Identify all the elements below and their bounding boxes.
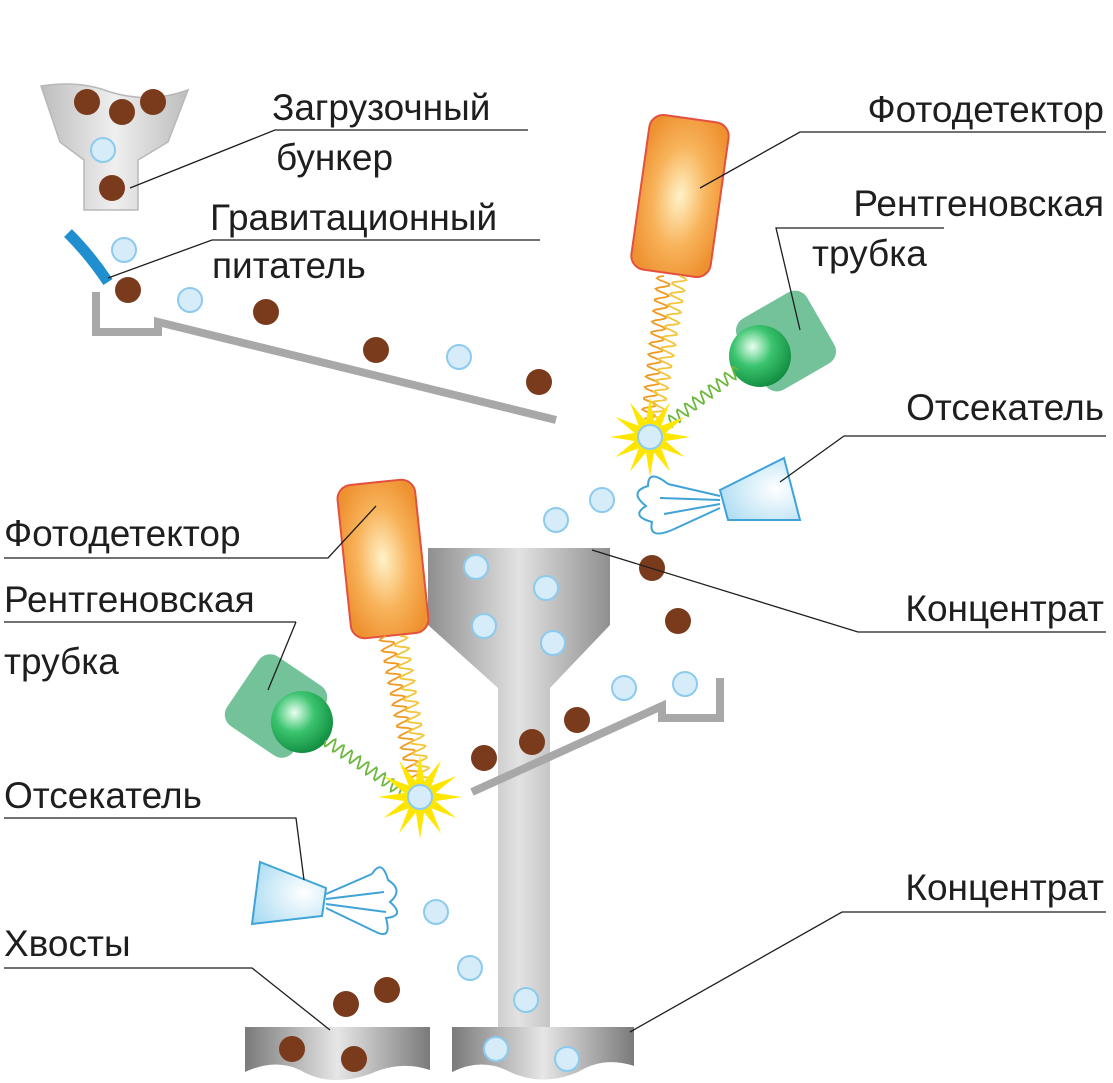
labels: Загрузочный бункер Гравитационный питате…	[4, 87, 1104, 964]
feeder-gate	[64, 229, 113, 286]
ore-particle	[109, 99, 135, 125]
xray-tube-bottom	[224, 654, 333, 758]
loading-hopper	[40, 83, 190, 211]
tailings-bin	[245, 1027, 430, 1081]
falling-particles-bottom	[333, 899, 483, 1017]
label-photodetector-top: Фотодетектор	[867, 89, 1104, 130]
label-feeder-line2: питатель	[212, 245, 366, 286]
label-ejector-bottom: Отсекатель	[4, 775, 202, 816]
concentrate-funnel	[428, 548, 610, 1030]
photodetector-bottom	[336, 478, 430, 640]
label-hopper-line1: Загрузочный	[272, 87, 490, 128]
label-feeder-line1: Гравитационный	[210, 197, 497, 238]
feeder-chute	[92, 292, 557, 424]
concentrate-bin	[452, 1027, 634, 1080]
label-xray-bottom-line2: трубка	[4, 641, 119, 682]
label-concentrate-bottom: Концентрат	[905, 867, 1104, 908]
ore-particle	[140, 89, 166, 115]
label-concentrate-top: Концентрат	[905, 588, 1104, 629]
detection-flash-bottom	[378, 755, 462, 839]
label-photodetector-bottom: Фотодетектор	[4, 513, 241, 554]
ejector-bottom	[250, 860, 398, 936]
photodetector-top	[630, 114, 730, 278]
label-ejector-top: Отсекатель	[906, 387, 1104, 428]
detection-flash-top	[610, 397, 690, 477]
label-tailings: Хвосты	[4, 923, 131, 964]
label-xray-bottom-line1: Рентгеновская	[4, 579, 255, 620]
ore-particle	[74, 89, 100, 115]
ore-particle	[99, 175, 125, 201]
leader-lines	[4, 129, 1106, 1033]
signal-waves-bottom	[323, 635, 432, 796]
label-xray-top-line1: Рентгеновская	[853, 183, 1104, 224]
xray-tube-top	[729, 290, 837, 392]
sorting-chute-bottom	[470, 678, 724, 796]
ejector-top	[636, 456, 802, 535]
light-particle	[90, 137, 116, 163]
label-hopper-line2: бункер	[276, 137, 393, 178]
signal-waves-top	[640, 275, 739, 428]
label-xray-top-line2: трубка	[812, 233, 927, 274]
